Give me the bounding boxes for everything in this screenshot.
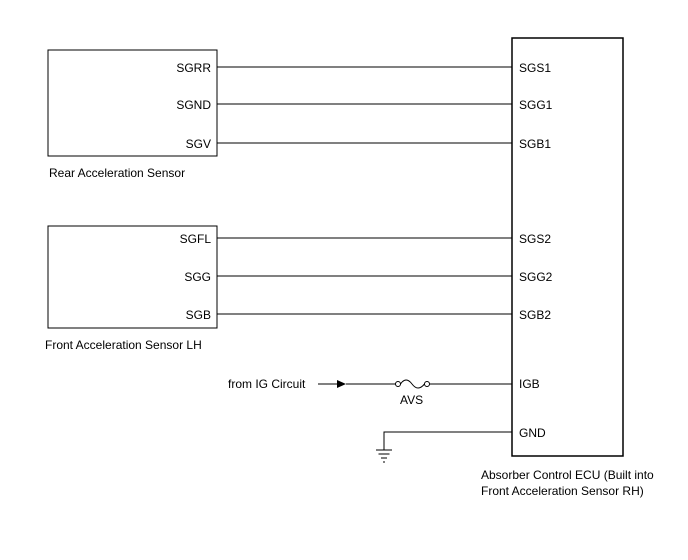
ecu-pin-sgs2: SGS2	[519, 232, 551, 246]
power-circuit: from IG Circuit AVS	[228, 377, 512, 407]
fuse-avs-label: AVS	[400, 393, 423, 407]
ecu-pin-sgg1: SGG1	[519, 98, 553, 112]
front-pin-sgfl: SGFL	[180, 232, 212, 246]
rear-acceleration-sensor: SGRR SGND SGV Rear Acceleration Sensor	[47, 49, 218, 180]
signal-wires	[217, 66, 512, 315]
ecu-pin-igb: IGB	[519, 377, 540, 391]
ground-circuit	[376, 431, 512, 463]
ecu-pin-sgg2: SGG2	[519, 270, 553, 284]
ecu-label-line2: Front Acceleration Sensor RH)	[481, 484, 644, 498]
absorber-control-ecu: SGS1 SGG1 SGB1 SGS2 SGG2 SGB2 IGB GND Ab…	[481, 37, 654, 498]
front-sensor-label: Front Acceleration Sensor LH	[45, 338, 202, 352]
rear-pin-sgrr: SGRR	[176, 61, 211, 75]
front-pin-sgb: SGB	[186, 308, 211, 322]
rear-sensor-label: Rear Acceleration Sensor	[49, 166, 185, 180]
rear-pin-sgv: SGV	[186, 137, 211, 151]
fuse-icon	[395, 379, 430, 389]
front-pin-sgg: SGG	[184, 270, 211, 284]
ecu-label-line1: Absorber Control ECU (Built into	[481, 468, 654, 482]
ecu-pin-sgb2: SGB2	[519, 308, 551, 322]
wire-gnd	[383, 431, 512, 450]
front-sensor-box	[47, 225, 218, 329]
front-acceleration-sensor-lh: SGFL SGG SGB Front Acceleration Sensor L…	[45, 225, 218, 352]
rear-sensor-box	[47, 49, 218, 157]
ecu-box	[511, 37, 624, 457]
arrow-right-icon	[337, 380, 346, 388]
ground-icon	[376, 449, 392, 463]
ecu-pin-gnd: GND	[519, 426, 546, 440]
ecu-pin-sgs1: SGS1	[519, 61, 551, 75]
ig-circuit-label: from IG Circuit	[228, 377, 306, 391]
rear-pin-sgnd: SGND	[176, 98, 211, 112]
ecu-pin-sgb1: SGB1	[519, 137, 551, 151]
